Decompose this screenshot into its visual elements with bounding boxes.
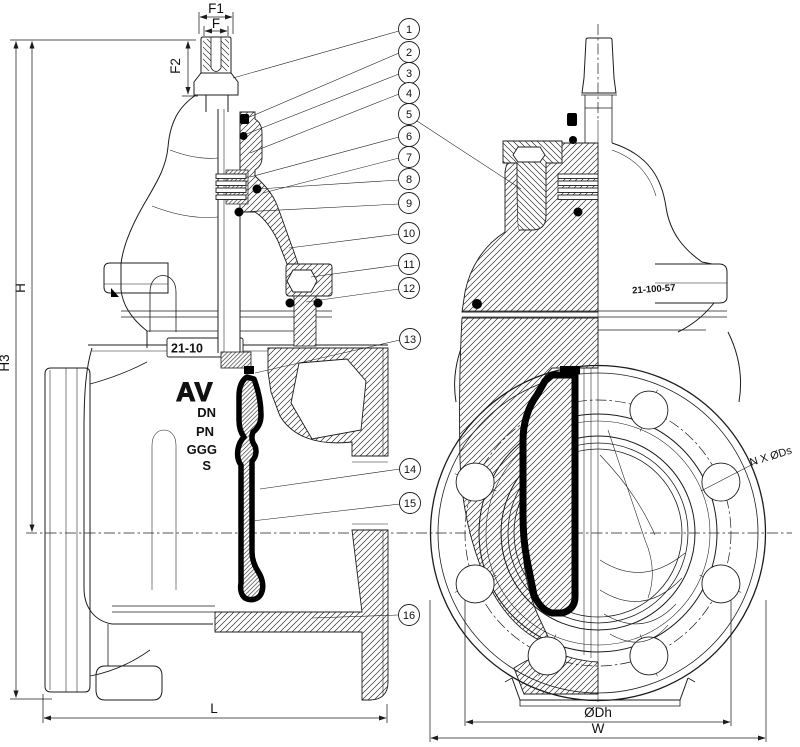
svg-text:13: 13: [404, 334, 416, 346]
bonnet-bushing-hex: [512, 146, 546, 163]
svg-text:2: 2: [406, 47, 412, 59]
bonnet-bolt-section: [285, 263, 333, 347]
nameplate-s: S: [202, 458, 211, 473]
callout-4: 4: [398, 82, 420, 104]
svg-text:5: 5: [406, 109, 412, 121]
stem-top-cap: [193, 36, 239, 96]
svg-text:12: 12: [403, 283, 415, 295]
rubber-wedge-section: [234, 374, 266, 603]
front-stem: [581, 37, 617, 143]
svg-text:15: 15: [404, 498, 416, 510]
stem-oring-upper: [240, 114, 249, 124]
callouts: 1 2 3 4 5 6 7 8 9 10 11 12 13 14 15 16: [398, 18, 421, 626]
front-view: 21-100-57: [429, 37, 767, 707]
callout-14: 14: [399, 458, 421, 480]
svg-text:11: 11: [403, 259, 414, 271]
dim-label-f1: F1: [208, 1, 224, 16]
front-model-code: 21-100-57: [632, 283, 676, 297]
dim-label-l: L: [210, 701, 218, 716]
bore-interior-lines: [599, 429, 686, 643]
svg-text:8: 8: [406, 174, 412, 186]
nameplate-dn: DN: [197, 405, 216, 420]
callout-leaders: [232, 30, 522, 619]
svg-text:9: 9: [406, 198, 412, 210]
callout-12: 12: [398, 277, 420, 299]
callout-2: 2: [398, 41, 420, 63]
brand-logo: AV: [176, 377, 214, 407]
base-feet: [504, 677, 696, 707]
callout-3: 3: [398, 62, 420, 84]
svg-text:3: 3: [406, 68, 412, 80]
callout-9: 9: [398, 192, 420, 214]
callout-11: 11: [398, 253, 420, 275]
callout-7: 7: [398, 146, 420, 168]
gland-oring: [252, 184, 262, 194]
nameplate-material: GGG: [187, 442, 217, 457]
dim-label-f2: F2: [168, 58, 183, 74]
callout-13: 13: [399, 328, 421, 350]
lower-oring: [234, 207, 244, 217]
svg-text:1: 1: [406, 24, 412, 36]
front-bonnet-section: [461, 113, 599, 313]
bonnet-gasket-left: [285, 298, 295, 308]
callout-16: 16: [398, 604, 420, 626]
wedge-assembly: [220, 351, 266, 603]
inlet-flange: [44, 361, 151, 693]
dim-label-w: W: [592, 721, 605, 736]
callout-10: 10: [398, 222, 420, 244]
svg-text:7: 7: [406, 152, 412, 164]
dim-label-bolt-pattern: N X ØDs: [748, 445, 793, 469]
nameplate-model: 21-10: [171, 342, 203, 356]
callout-1: 1: [398, 18, 420, 40]
front-rubber-wedge: [519, 371, 579, 617]
gland-section: [215, 111, 299, 265]
nameplate-pn: PN: [196, 424, 214, 439]
svg-text:16: 16: [403, 610, 415, 622]
callout-15: 15: [399, 492, 421, 514]
dim-label-dh: ØDh: [584, 705, 612, 720]
svg-text:14: 14: [404, 464, 416, 476]
dim-label-h3: H3: [0, 354, 12, 371]
stem-oring: [239, 132, 248, 140]
dim-label-f: F: [212, 16, 220, 31]
bonnet-bolt-hex: [286, 269, 318, 293]
callout-5: 5: [398, 103, 420, 125]
bolt-circle: [464, 399, 732, 667]
svg-text:4: 4: [406, 88, 412, 100]
svg-text:10: 10: [403, 228, 415, 240]
stem: [205, 93, 241, 353]
dim-label-h: H: [13, 283, 28, 293]
svg-text:6: 6: [406, 131, 412, 143]
callout-6: 6: [398, 125, 420, 147]
callout-8: 8: [398, 168, 420, 190]
outlet-flange-section: [214, 347, 389, 701]
side-section-view: 21-10 AV DN PN GGG S: [44, 36, 389, 701]
bonnet-flange-ledge: [103, 262, 169, 297]
